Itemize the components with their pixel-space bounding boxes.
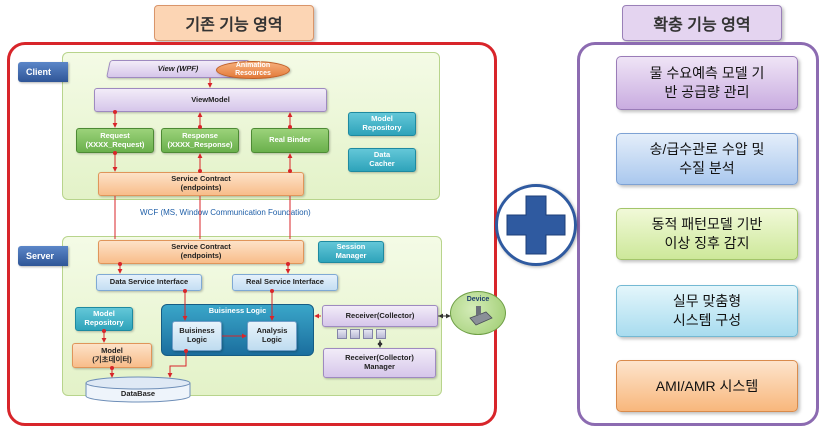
data-cacher-box: Data Cacher bbox=[348, 148, 416, 172]
business-logic-group-label: Buisiness Logic bbox=[208, 306, 267, 315]
wcf-label: WCF (MS, Window Communication Foundation… bbox=[140, 208, 311, 217]
real-service-interface-box: Real Service Interface bbox=[232, 274, 338, 291]
extended-area-frame bbox=[577, 42, 819, 426]
queue-slot bbox=[363, 329, 373, 339]
session-manager-box: Session Manager bbox=[318, 241, 384, 263]
extended-item-pipe-analysis: 송/급수관로 수압 및 수질 분석 bbox=[616, 133, 798, 185]
server-model-repository-box: Model Repository bbox=[75, 307, 133, 331]
viewmodel-box: ViewModel bbox=[94, 88, 327, 112]
data-service-interface-box: Data Service Interface bbox=[96, 274, 202, 291]
queue-slot bbox=[337, 329, 347, 339]
extended-item-ami-amr: AMI/AMR 시스템 bbox=[616, 360, 798, 412]
request-box: Request (XXXX_Request) bbox=[76, 128, 154, 153]
extended-area-header: 확충 기능 영역 bbox=[622, 5, 782, 41]
existing-area-header: 기존 기능 영역 bbox=[154, 5, 314, 41]
analysis-logic-box: Analysis Logic bbox=[247, 321, 297, 351]
business-logic-box: Buisiness Logic bbox=[172, 321, 222, 351]
device-label: Device bbox=[466, 296, 490, 303]
client-model-repository-box: Model Repository bbox=[348, 112, 416, 136]
database-label: DataBase bbox=[120, 389, 156, 398]
extended-item-anomaly-detection: 동적 패턴모델 기반 이상 징후 감지 bbox=[616, 208, 798, 260]
response-box: Response (XXXX_Response) bbox=[161, 128, 239, 153]
server-tag: Server bbox=[18, 246, 68, 266]
animation-resources-ellipse: Animation Resources bbox=[216, 61, 290, 79]
extended-item-water-demand: 물 수요예측 모델 기 반 공급량 관리 bbox=[616, 56, 798, 110]
real-binder-box: Real Binder bbox=[251, 128, 329, 153]
extended-item-custom-system: 실무 맞춤형 시스템 구성 bbox=[616, 285, 798, 337]
queue-slot bbox=[376, 329, 386, 339]
receiver-collector-box: Receiver(Collector) bbox=[322, 305, 438, 327]
server-service-contract-box: Service Contract (endpoints) bbox=[98, 240, 304, 264]
client-tag: Client bbox=[18, 62, 68, 82]
queue-slot bbox=[350, 329, 360, 339]
model-box: Model (기초데이터) bbox=[72, 343, 152, 368]
receiver-collector-manager-box: Receiver(Collector) Manager bbox=[323, 348, 436, 378]
